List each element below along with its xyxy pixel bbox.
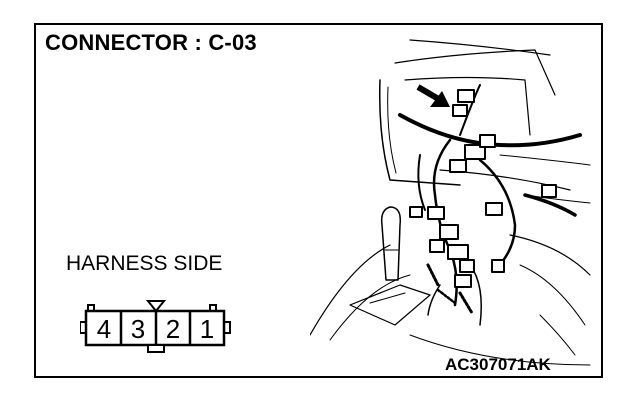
bottom-key [147, 344, 165, 353]
location-arrow [416, 84, 450, 107]
figure-code: AC307071AK [445, 355, 551, 374]
diagram-title: CONNECTOR : C-03 [45, 30, 257, 55]
pin-label: 1 [200, 314, 214, 344]
connector-face: 4 3 2 1 [80, 300, 231, 353]
harness-side-label: HARNESS SIDE [66, 252, 223, 275]
pin-label: 2 [166, 314, 180, 344]
harness-location-drawing [310, 39, 591, 366]
pin-label: 4 [97, 314, 111, 344]
pin-label: 3 [131, 314, 145, 344]
lock-triangle [145, 300, 167, 313]
